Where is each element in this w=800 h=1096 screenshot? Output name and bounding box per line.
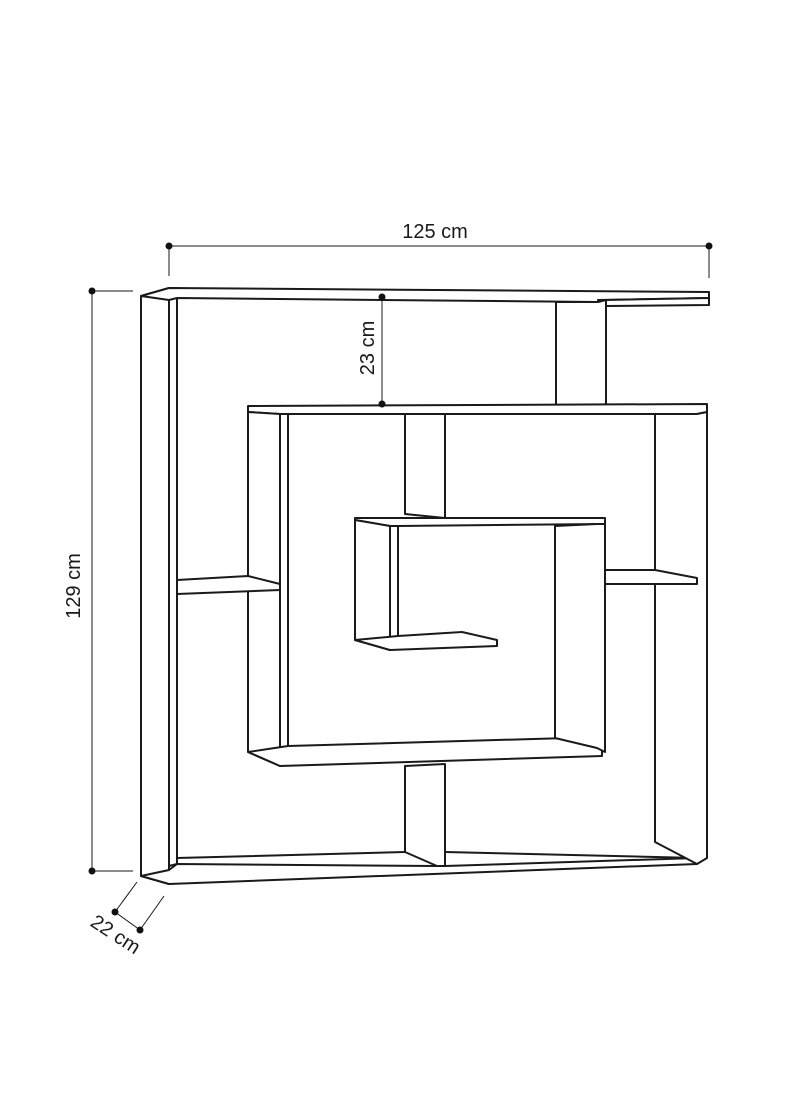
width-right-dot — [705, 242, 713, 250]
width-dimension: 125 cm — [165, 221, 713, 278]
depth-line — [114, 911, 141, 931]
depth-left-dot — [111, 908, 119, 916]
top-board-right-extension — [605, 297, 710, 307]
inner-hook-shelf — [354, 631, 498, 651]
shelf-gap-dimension: 23 cm — [357, 293, 386, 408]
bottom-board-inner-edge — [176, 851, 698, 859]
width-left-dot — [165, 242, 173, 250]
bottom-divider — [404, 763, 446, 867]
inner-frame-left-front — [389, 525, 399, 651]
inner-frame-right-side — [554, 523, 606, 753]
width-label: 125 cm — [402, 221, 468, 243]
left-side-shelf — [176, 575, 281, 595]
left-side-panel — [140, 287, 170, 885]
depth-right-tick — [139, 895, 165, 931]
height-dimension: 129 cm — [63, 287, 133, 875]
middle-frame-top — [247, 403, 708, 415]
shelf-gap-bottom-dot — [378, 400, 386, 408]
shelf-gap-label: 23 cm — [357, 321, 379, 375]
height-bottom-dot — [88, 867, 96, 875]
inner-frame-left-side — [354, 519, 391, 651]
shelf-gap-top-dot — [378, 293, 386, 301]
bottom-board — [140, 857, 698, 885]
depth-right-dot — [136, 926, 144, 934]
height-label: 129 cm — [63, 553, 85, 619]
left-panel-front — [168, 287, 178, 867]
depth-left-tick — [114, 881, 138, 913]
middle-frame-left-front — [279, 413, 289, 767]
middle-frame-bottom — [247, 737, 603, 767]
depth-dimension: 22 cm — [86, 881, 165, 959]
bookshelf-drawing — [140, 287, 710, 885]
middle-top-divider — [404, 413, 446, 519]
depth-label: 22 cm — [86, 911, 144, 959]
upper-divider — [555, 299, 607, 407]
height-top-dot — [88, 287, 96, 295]
middle-frame-right-side — [654, 411, 708, 865]
top-board — [140, 287, 710, 303]
